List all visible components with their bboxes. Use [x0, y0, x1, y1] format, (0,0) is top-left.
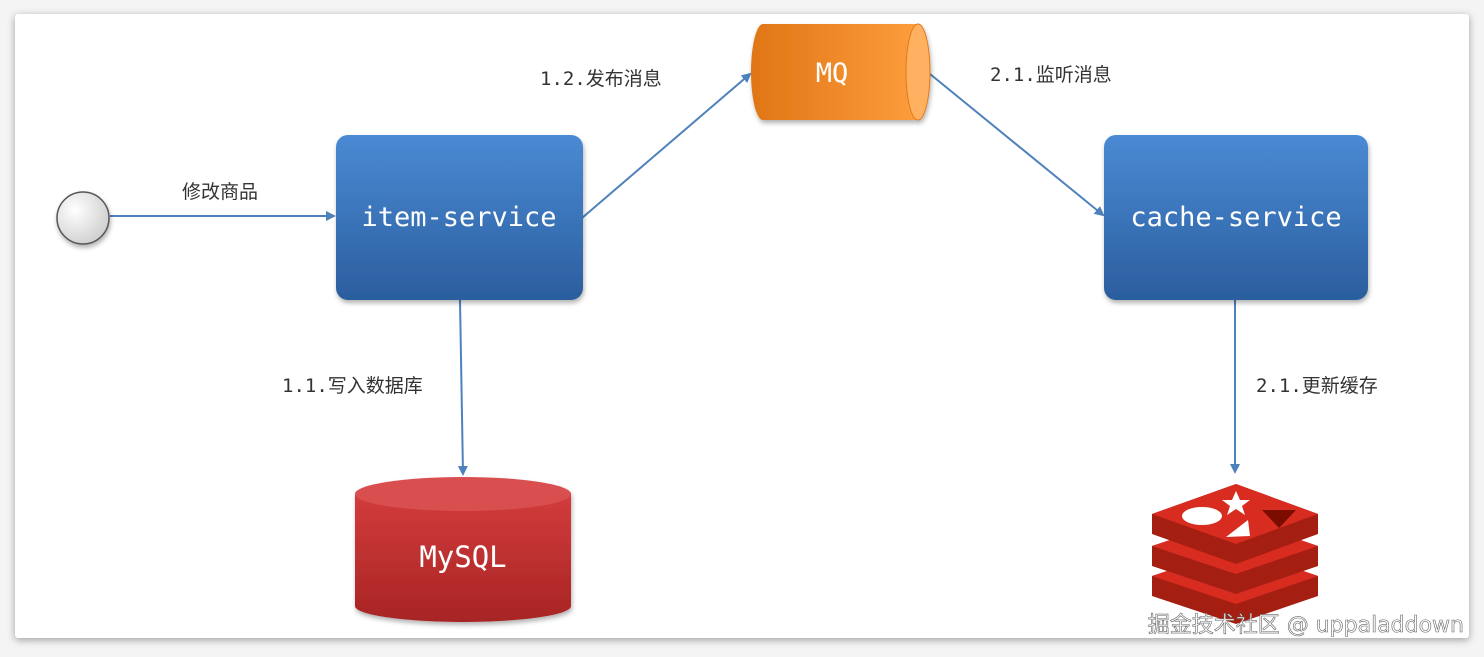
mysql-label: MySQL — [419, 540, 506, 574]
mysql-node: MySQL — [355, 477, 571, 622]
cache-service-node: cache-service — [1104, 135, 1368, 300]
watermark-text: 掘金技术社区 @ uppaladdown — [1148, 613, 1464, 638]
edge-label-write-db: 1.1.写入数据库 — [282, 375, 423, 397]
edge-item-to-mq — [581, 72, 752, 219]
cache-service-label: cache-service — [1130, 202, 1341, 233]
edge-label-listen-msg: 2.1.监听消息 — [990, 64, 1112, 86]
edge-label-modify-product: 修改商品 — [182, 181, 258, 203]
item-service-node: item-service — [336, 135, 583, 300]
item-service-label: item-service — [361, 202, 556, 233]
start-circle-icon — [56, 191, 110, 245]
edge-label-update-cache: 2.1.更新缓存 — [1256, 375, 1378, 397]
mq-node: MQ — [751, 23, 931, 121]
edge-mq-to-cache — [929, 73, 1105, 217]
edge-item-to-mysql — [457, 299, 468, 476]
mq-label: MQ — [816, 58, 849, 89]
edge-label-publish-msg: 1.2.发布消息 — [540, 68, 662, 90]
redis-logo-icon — [1152, 484, 1318, 624]
